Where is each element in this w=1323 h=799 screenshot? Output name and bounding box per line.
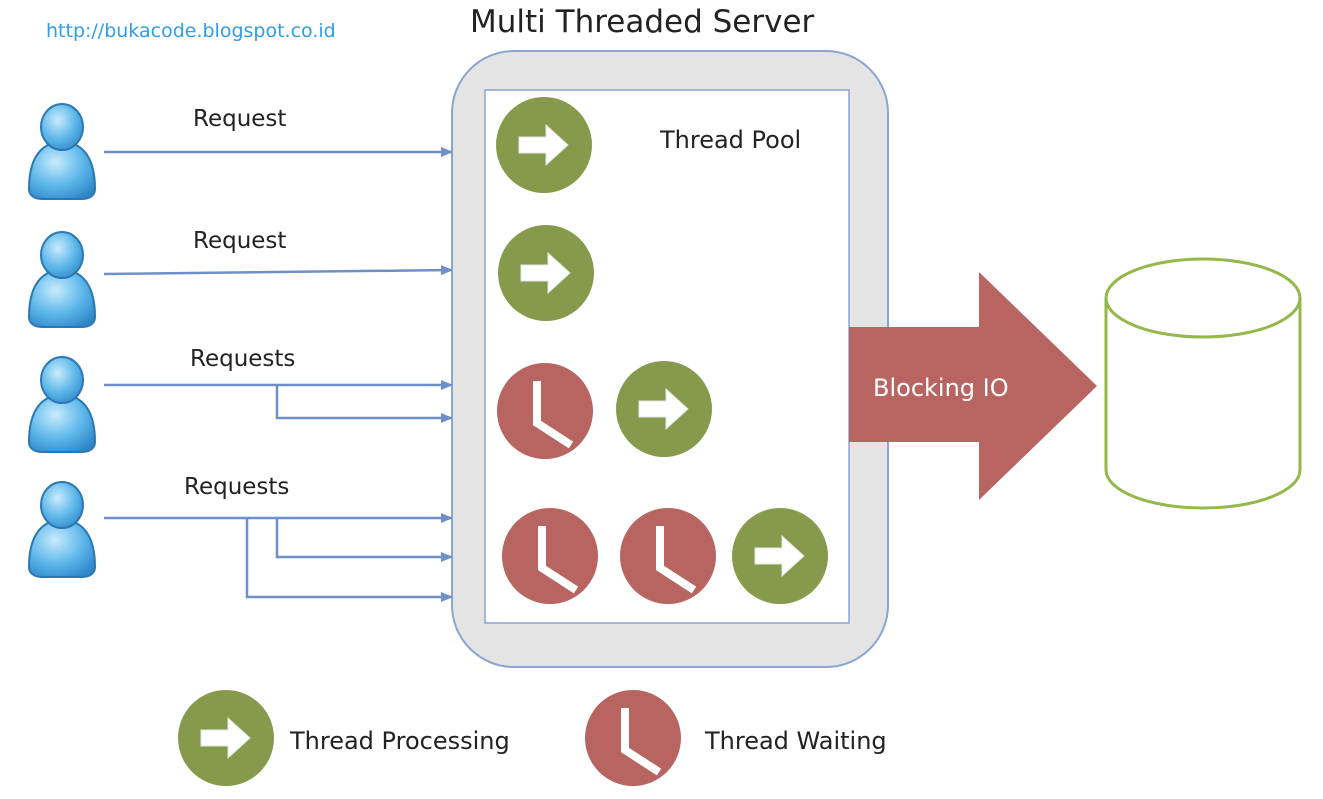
user-icon (28, 103, 96, 200)
thread-waiting-icon (502, 508, 598, 604)
request-arrow (275, 518, 453, 562)
thread-processing-icon (615, 360, 713, 458)
request-label: Requests (190, 346, 296, 372)
request-label: Request (193, 228, 287, 254)
request-arrow (275, 385, 453, 423)
legend-waiting-label: Thread Waiting (705, 727, 887, 755)
thread-pool-label: Thread Pool (660, 126, 802, 154)
thread-waiting-icon (497, 363, 593, 459)
legend-processing-label: Thread Processing (290, 727, 510, 755)
source-url: http://bukacode.blogspot.co.id (46, 20, 336, 42)
thread-processing-icon (731, 507, 829, 605)
request-label: Requests (184, 474, 290, 500)
request-arrow (103, 265, 453, 276)
request-arrow (245, 518, 453, 602)
legend-waiting-icon (585, 690, 681, 786)
blocking-io-arrow (849, 272, 1097, 500)
legend-processing-icon (177, 689, 275, 787)
thread-processing-icon (495, 96, 593, 194)
request-label: Request (193, 106, 287, 132)
blocking-io-label: Blocking IO (873, 374, 1009, 402)
user-icon (28, 231, 96, 328)
database-icon (1104, 257, 1302, 510)
user-icon (28, 356, 96, 453)
thread-waiting-icon (620, 508, 716, 604)
request-arrows (103, 147, 453, 602)
thread-processing-icon (497, 224, 595, 322)
user-icon (28, 481, 96, 578)
server-title: Multi Threaded Server (470, 4, 815, 40)
